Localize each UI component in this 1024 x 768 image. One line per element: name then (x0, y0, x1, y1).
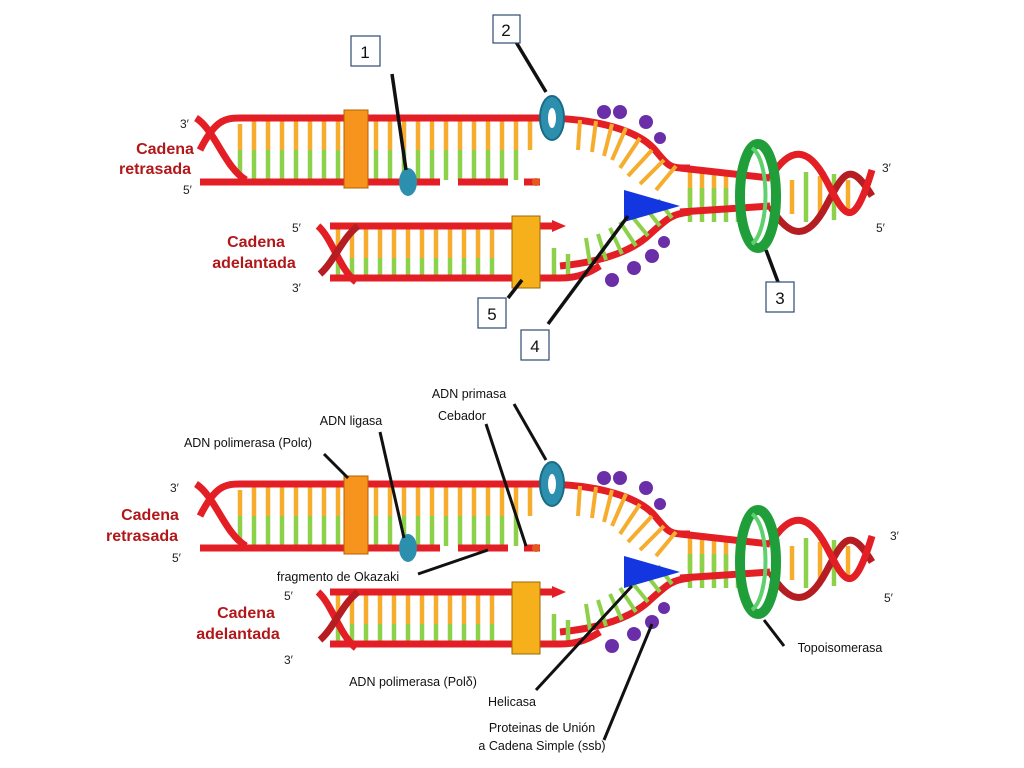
end-label: 3′ (180, 117, 190, 131)
number-box (350, 35, 381, 67)
end-label: 5′ (292, 221, 302, 235)
top-diagram: Cadena retrasada Cadena adelantada 3′ 5′… (119, 14, 892, 361)
number-label: 1 (360, 43, 369, 62)
number-label: 5 (487, 305, 496, 324)
end-label: 3′ (890, 529, 900, 543)
number-box (765, 281, 795, 313)
lagging-strand-label-line2: retrasada (119, 161, 191, 178)
label-dna-ligase: ADN ligasa (320, 414, 383, 428)
pointer-lines (390, 41, 780, 326)
lagging-strand-label-line1: Cadena (121, 507, 179, 524)
end-label: 3′ (292, 281, 302, 295)
label-ssb-line2: a Cadena Simple (ssb) (478, 739, 605, 753)
label-helicase: Helicasa (488, 695, 536, 709)
label-primer: Cebador (438, 409, 486, 423)
bottom-diagram: Cadena retrasada Cadena adelantada 3′ 5′… (106, 387, 900, 753)
end-label: 5′ (284, 589, 294, 603)
end-label: 5′ (884, 591, 894, 605)
number-label: 2 (501, 21, 510, 40)
label-polymerase-alpha: ADN polimerasa (Polα) (184, 436, 312, 450)
leading-strand-label-line2: adelantada (212, 255, 296, 272)
lagging-strand-label-line2: retrasada (106, 528, 178, 545)
end-label: 5′ (172, 551, 182, 565)
leading-strand-label-line1: Cadena (217, 605, 275, 622)
leading-strand-label-line2: adelantada (196, 626, 280, 643)
number-box (477, 297, 507, 329)
number-label: 3 (775, 289, 784, 308)
label-ssb-line1: Proteinas de Unión (489, 721, 595, 735)
leading-strand-label-line1: Cadena (227, 234, 285, 251)
end-label: 5′ (876, 221, 886, 235)
number-box (492, 14, 521, 44)
end-label: 3′ (284, 653, 294, 667)
label-pointer-lines (322, 403, 786, 741)
number-box (520, 329, 550, 361)
number-label: 4 (530, 337, 539, 356)
end-label: 3′ (170, 481, 180, 495)
label-dna-primase: ADN primasa (432, 387, 506, 401)
end-label: 3′ (882, 161, 892, 175)
label-okazaki-fragment: fragmento de Okazaki (277, 570, 399, 584)
label-polymerase-delta: ADN polimerasa (Polδ) (349, 675, 477, 689)
label-topoisomerase: Topoisomerasa (798, 641, 883, 655)
lagging-strand-label-line1: Cadena (136, 141, 194, 158)
end-label: 5′ (183, 183, 193, 197)
